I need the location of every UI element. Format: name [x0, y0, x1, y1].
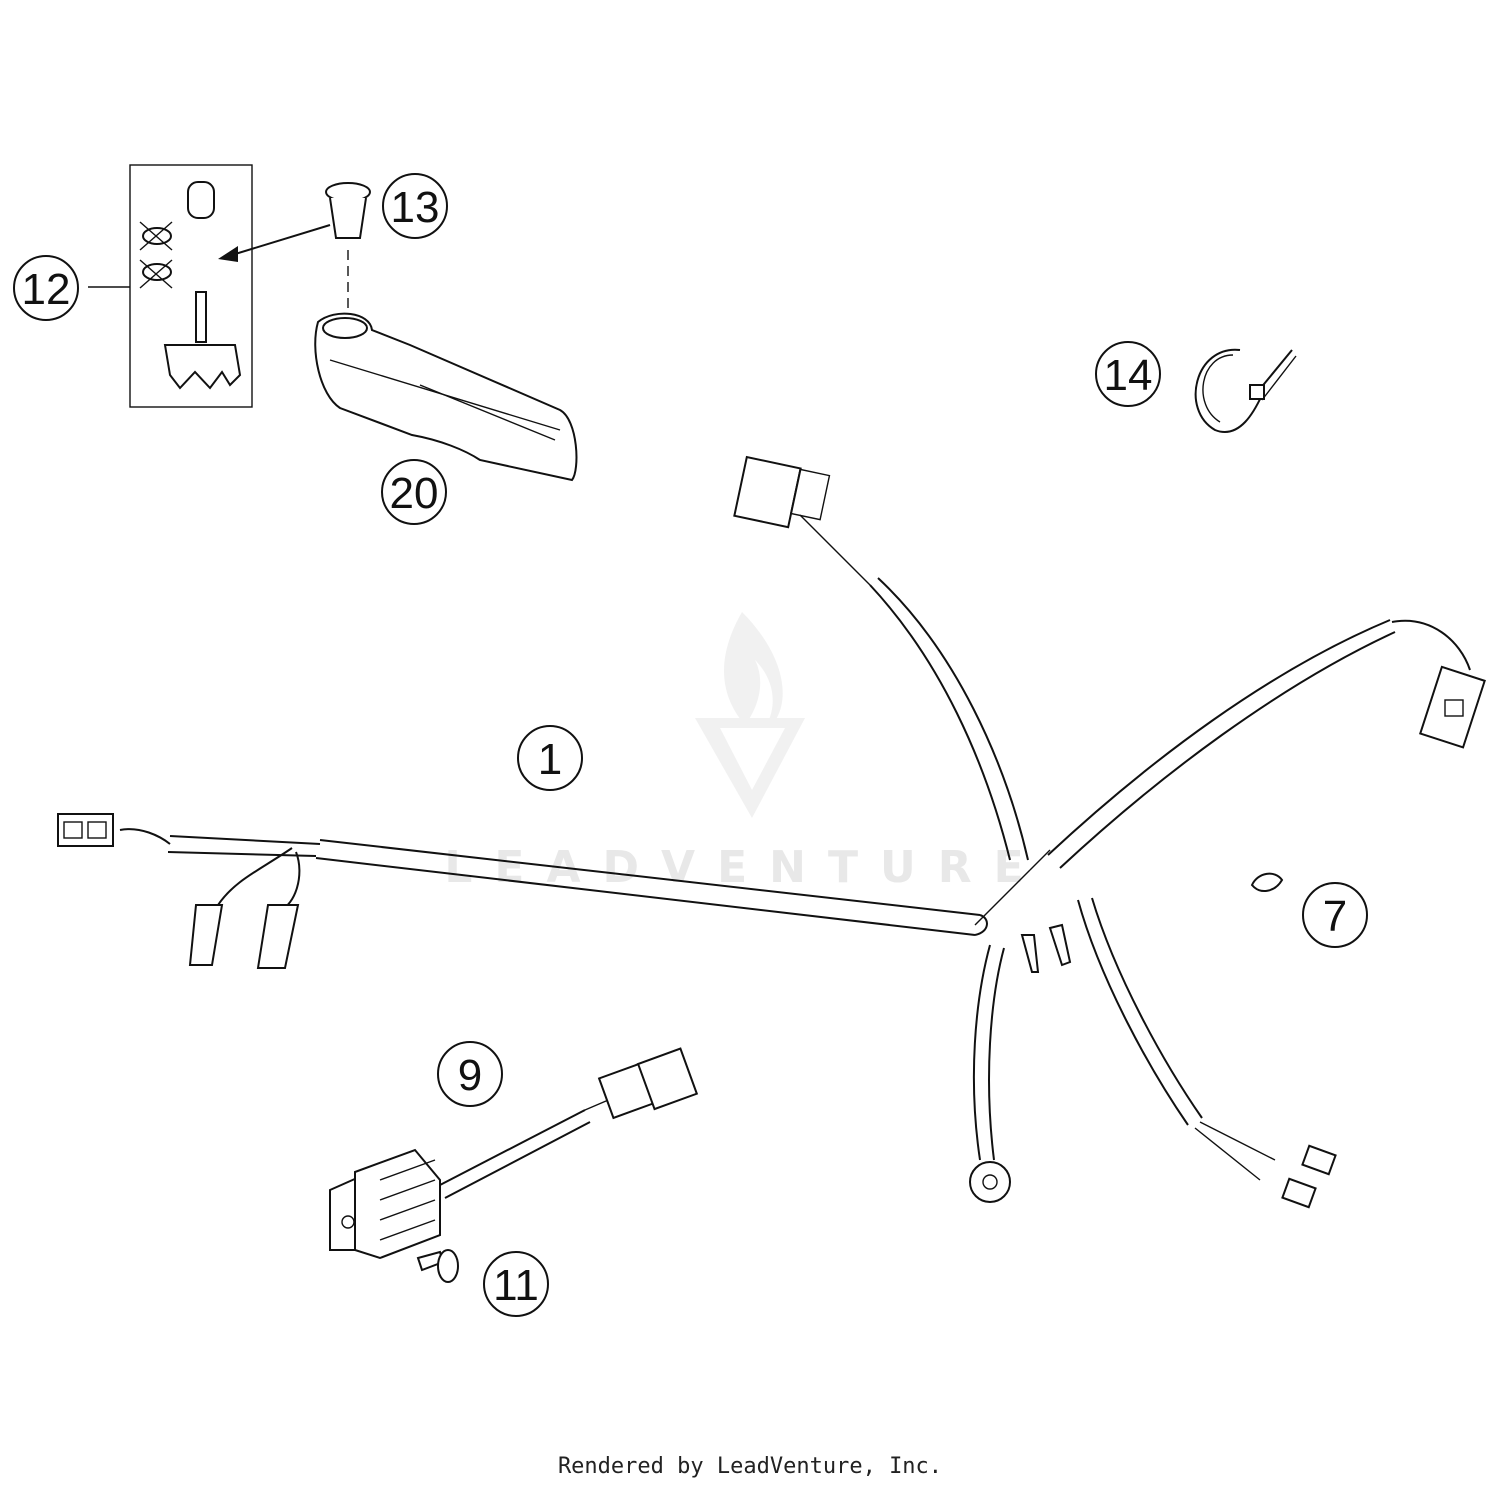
assembly-arrow: [218, 224, 331, 262]
callout-1: 1: [517, 725, 583, 791]
callout-11: 11: [483, 1251, 549, 1317]
svg-text:9: 9: [458, 1051, 482, 1100]
switch-kit-illustration: [88, 164, 253, 408]
svg-text:1: 1: [538, 735, 562, 784]
rubber-cap-illustration: [325, 182, 371, 312]
footer-credit: Rendered by LeadVenture, Inc.: [557, 1454, 943, 1479]
small-clip-illustration: [1250, 872, 1284, 892]
callout-20: 20: [381, 459, 447, 525]
leadventure-flame-logo-icon: [695, 612, 805, 818]
watermark-text: LEADVENTURE: [444, 842, 1045, 893]
voltage-regulator-illustration: [329, 1047, 699, 1260]
switch-housing-illustration: [314, 312, 578, 482]
callout-14: 14: [1095, 341, 1161, 407]
callout-7: 7: [1302, 882, 1368, 948]
callout-12: 12: [13, 255, 79, 321]
screw-illustration: [416, 1249, 459, 1283]
svg-text:14: 14: [1104, 351, 1153, 400]
cable-tie-illustration: [1194, 348, 1297, 433]
callout-13: 13: [382, 173, 448, 239]
svg-text:13: 13: [391, 183, 440, 232]
svg-text:12: 12: [22, 265, 71, 314]
wiring-harness-illustration: [57, 455, 1486, 1209]
svg-text:7: 7: [1323, 892, 1347, 941]
svg-text:20: 20: [390, 469, 439, 518]
callout-9: 9: [437, 1041, 503, 1107]
svg-text:11: 11: [493, 1261, 539, 1310]
